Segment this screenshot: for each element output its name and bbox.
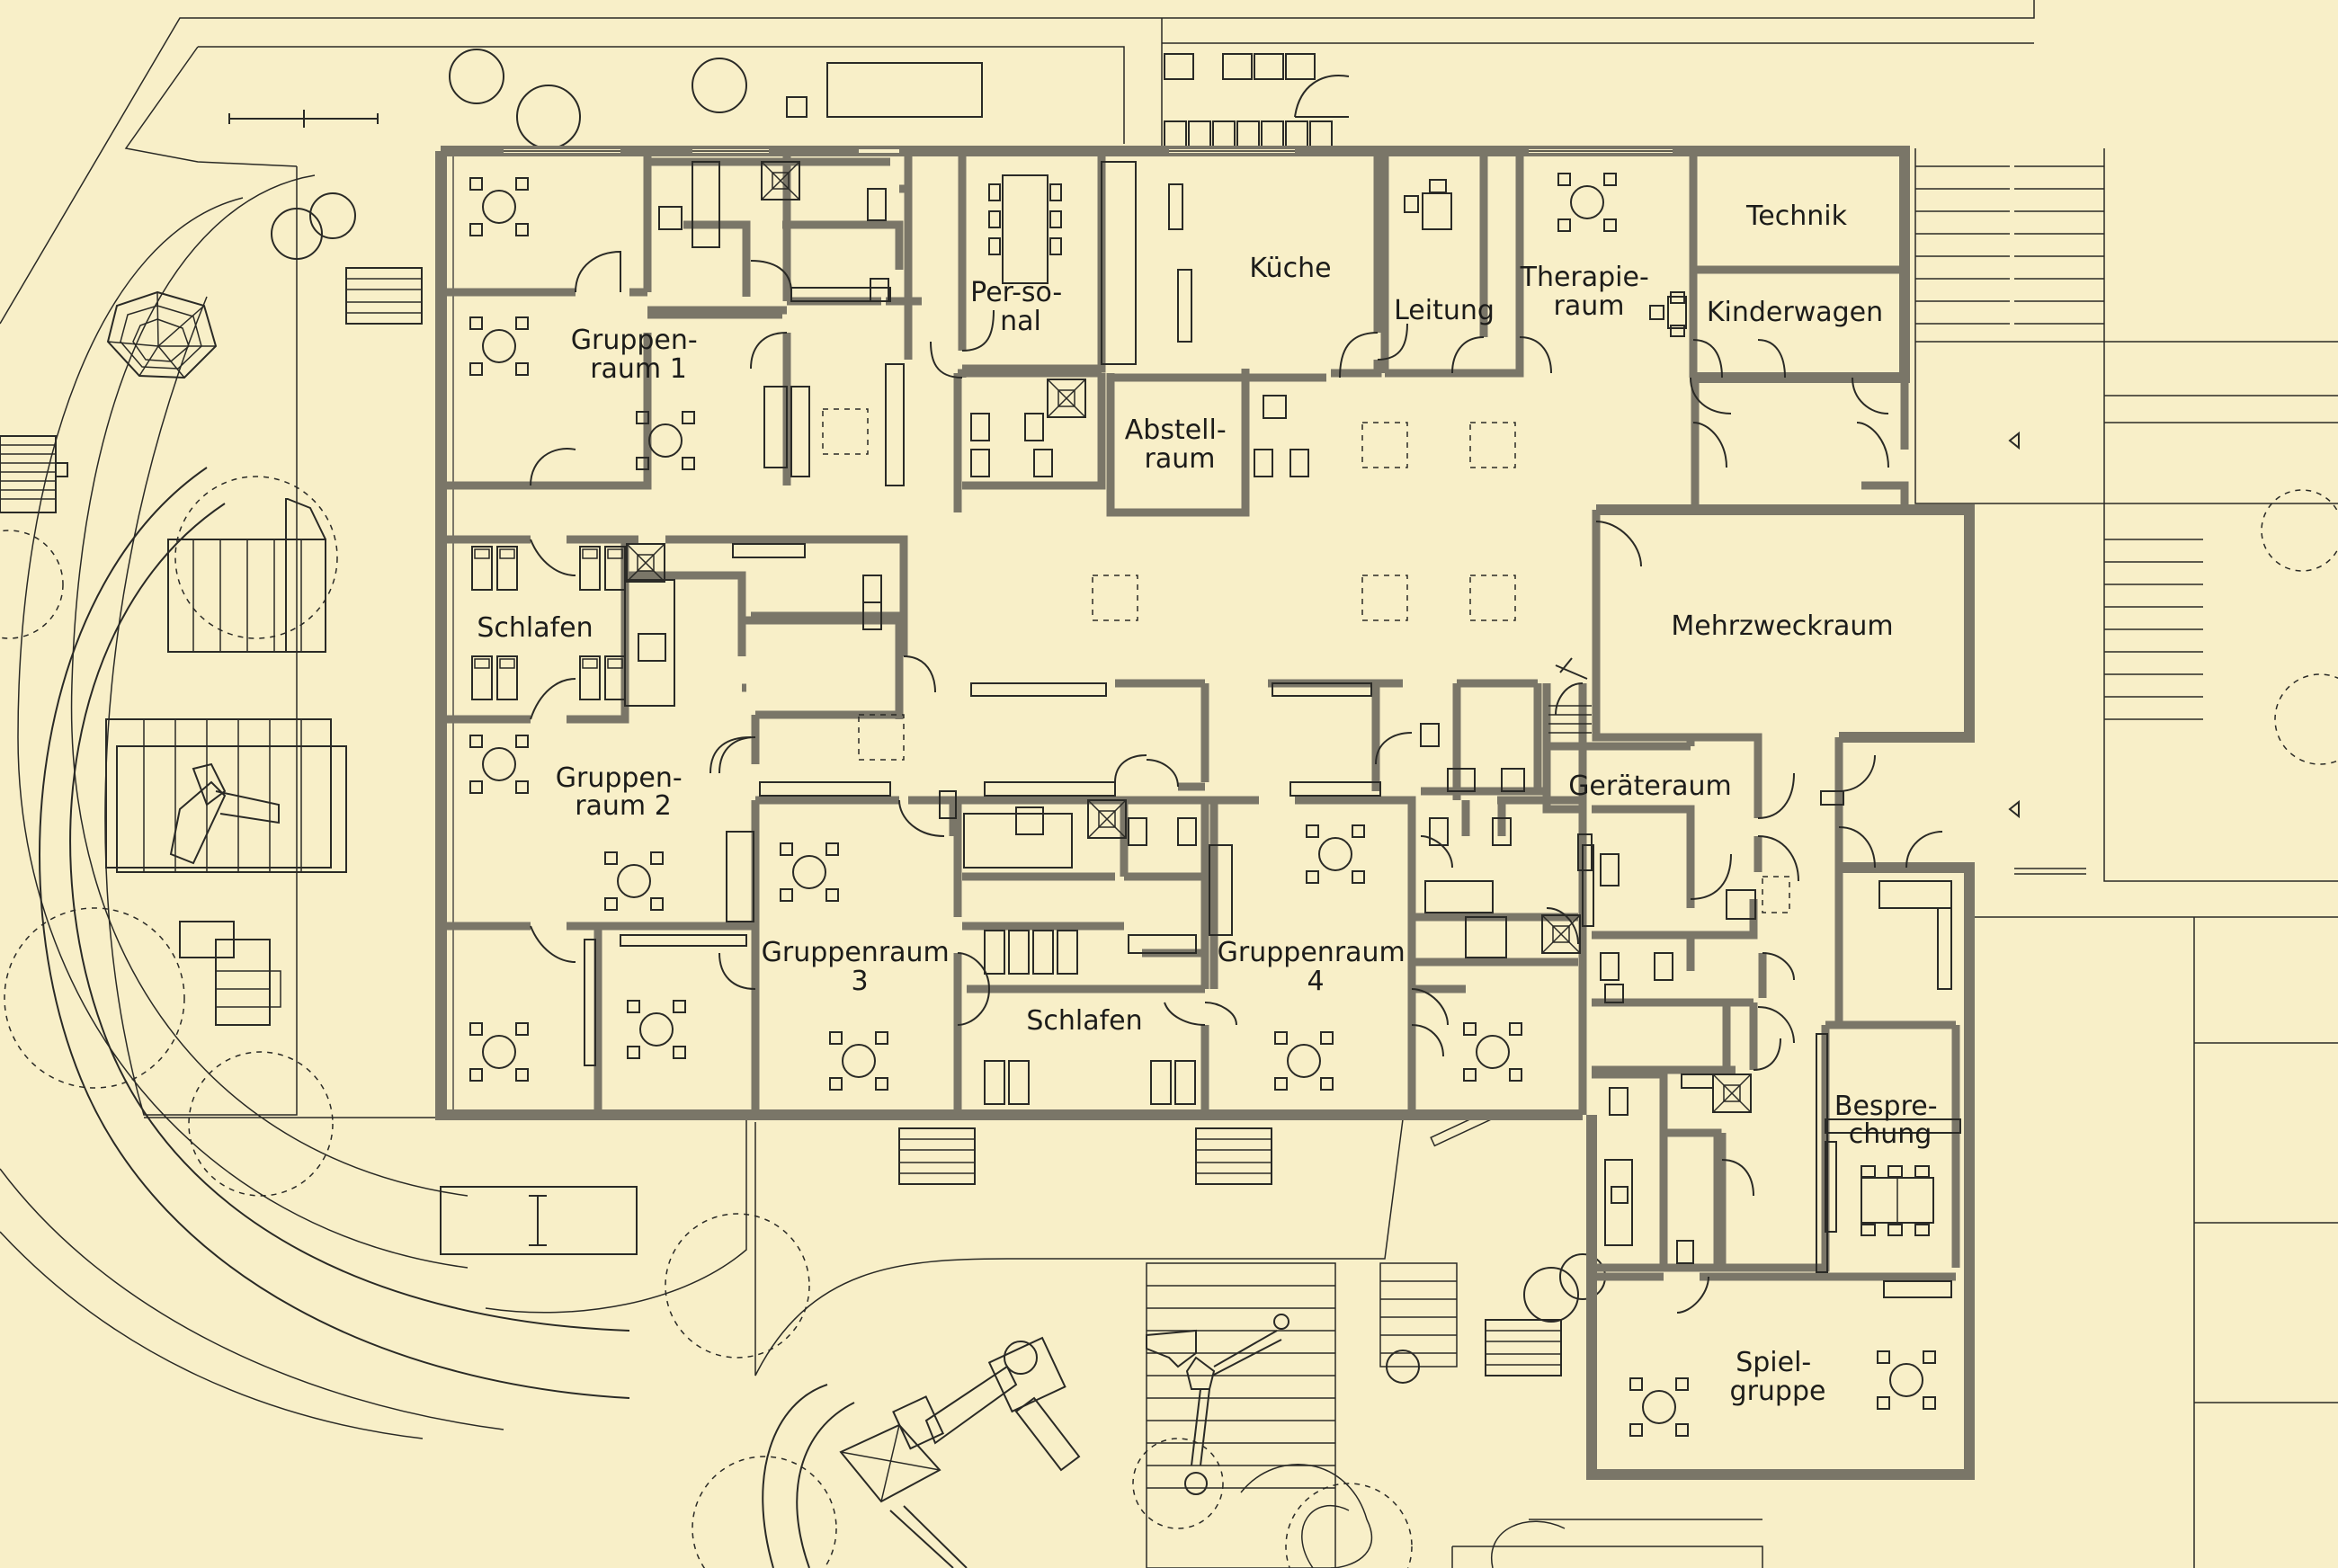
- room-labels: Gruppen- raum 1 Per-so- nal Küche Leitun…: [477, 200, 1946, 1407]
- fixtures: [469, 161, 1961, 1437]
- room-label-personal: Per-so- nal: [970, 277, 1071, 337]
- room-label-therapieraum: Therapie- raum: [1520, 262, 1658, 322]
- room-label-schlafen-2: Schlafen: [1026, 1005, 1142, 1037]
- room-label-abstellraum: Abstell- raum: [1125, 414, 1235, 475]
- room-label-kinderwagen: Kinderwagen: [1707, 297, 1883, 328]
- seesaw-south: [440, 1186, 638, 1255]
- room-label-besprechung: Bespre- chung: [1834, 1091, 1946, 1150]
- room-label-gruppenraum-3: Gruppenraum 3: [762, 937, 959, 997]
- room-label-schlafen-1: Schlafen: [477, 612, 593, 644]
- room-label-gruppenraum-1: Gruppen- raum 1: [571, 325, 707, 385]
- room-label-mehrzweckraum: Mehrzweckraum: [1671, 610, 1893, 642]
- room-label-technik: Technik: [1745, 200, 1848, 232]
- building-walls: [435, 146, 1975, 1480]
- play-tower-icon: [839, 1336, 1081, 1568]
- room-label-geraeteraum: Geräteraum: [1568, 771, 1732, 802]
- climbing-net-icon: [106, 290, 218, 379]
- room-label-leitung: Leitung: [1394, 295, 1495, 326]
- climbing-frame-icon: [1146, 1314, 1289, 1495]
- room-label-kueche: Küche: [1249, 253, 1331, 284]
- room-label-gruppenraum-4: Gruppenraum 4: [1218, 937, 1414, 997]
- room-label-spielgruppe: Spiel- gruppe: [1730, 1347, 1826, 1407]
- room-label-gruppenraum-2: Gruppen- raum 2: [556, 762, 692, 822]
- doors: [530, 250, 1943, 1314]
